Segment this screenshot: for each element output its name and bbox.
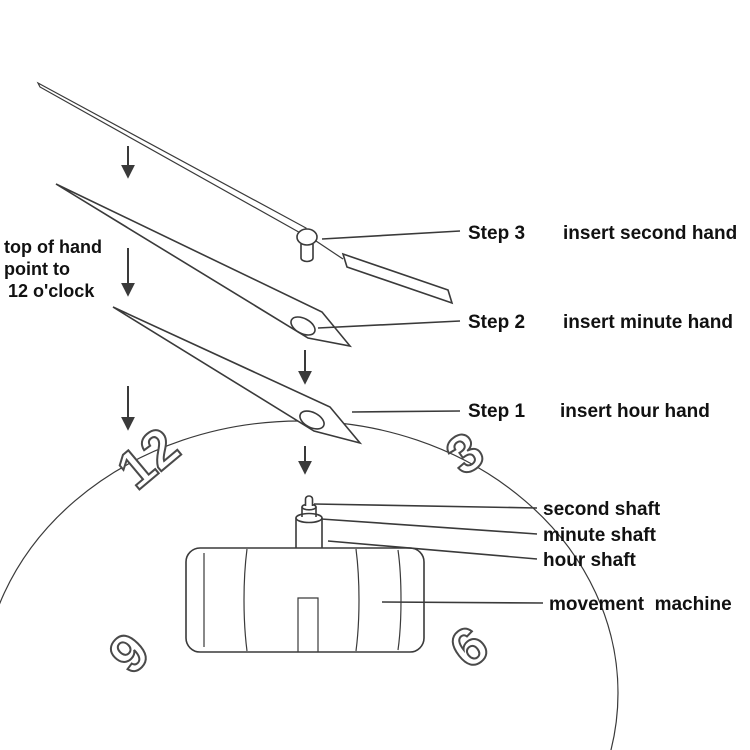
down-arrows <box>121 146 312 475</box>
hour-shaft-label: hour shaft <box>543 550 637 571</box>
second-hand <box>36 81 454 305</box>
left-note-line1: top of hand <box>4 237 102 257</box>
hour-hand <box>112 306 363 445</box>
step-labels: Step 3 insert second hand Step 2 insert … <box>468 223 737 422</box>
leader-second-shaft <box>313 503 538 509</box>
leader-lines <box>313 230 544 604</box>
step3-label: Step 3 <box>468 223 525 244</box>
left-note-line3: 12 o'clock <box>8 281 95 301</box>
leader-step1 <box>351 410 461 413</box>
movement-machine-label: movement machine <box>549 594 732 615</box>
second-hand-stem <box>300 244 314 263</box>
hour-hand-hole <box>299 410 325 430</box>
leader-step2 <box>317 320 461 329</box>
minute-hand-hole <box>290 316 316 336</box>
clock-number-12: 12 <box>106 416 191 501</box>
second-hand-cap <box>296 228 318 246</box>
step2-label: Step 2 <box>468 312 525 333</box>
clock-number-6: 6 <box>439 615 500 681</box>
left-note-line2: point to <box>4 259 70 279</box>
second-hand-tail <box>341 252 454 305</box>
part-labels: second shaft minute shaft hour shaft mov… <box>543 499 732 615</box>
minute-hand <box>55 183 353 348</box>
leader-movement <box>381 601 544 604</box>
left-note: top of hand point to 12 o'clock <box>4 237 102 301</box>
movement-machine <box>185 547 425 653</box>
second-hand-needle <box>36 81 307 236</box>
hour-shaft-top <box>295 512 323 524</box>
minute-shaft-label: minute shaft <box>543 525 657 546</box>
second-shaft-label: second shaft <box>543 499 661 520</box>
shaft-stack <box>295 495 323 548</box>
leader-hour-shaft <box>327 540 538 560</box>
leader-step3 <box>321 230 461 240</box>
second-shaft-pin <box>304 495 314 506</box>
clock-number-3: 3 <box>436 420 495 486</box>
second-hand-link <box>315 240 344 260</box>
hour-hand-body <box>112 306 363 445</box>
leader-minute-shaft <box>320 518 538 535</box>
step1-label: Step 1 <box>468 401 525 422</box>
clock-number-9: 9 <box>98 622 162 686</box>
hour-shaft-part <box>295 518 323 548</box>
step3-text: insert second hand <box>563 223 737 244</box>
step2-text: insert minute hand <box>563 312 733 333</box>
step1-text: insert hour hand <box>560 401 710 422</box>
minute-hand-body <box>55 183 353 348</box>
